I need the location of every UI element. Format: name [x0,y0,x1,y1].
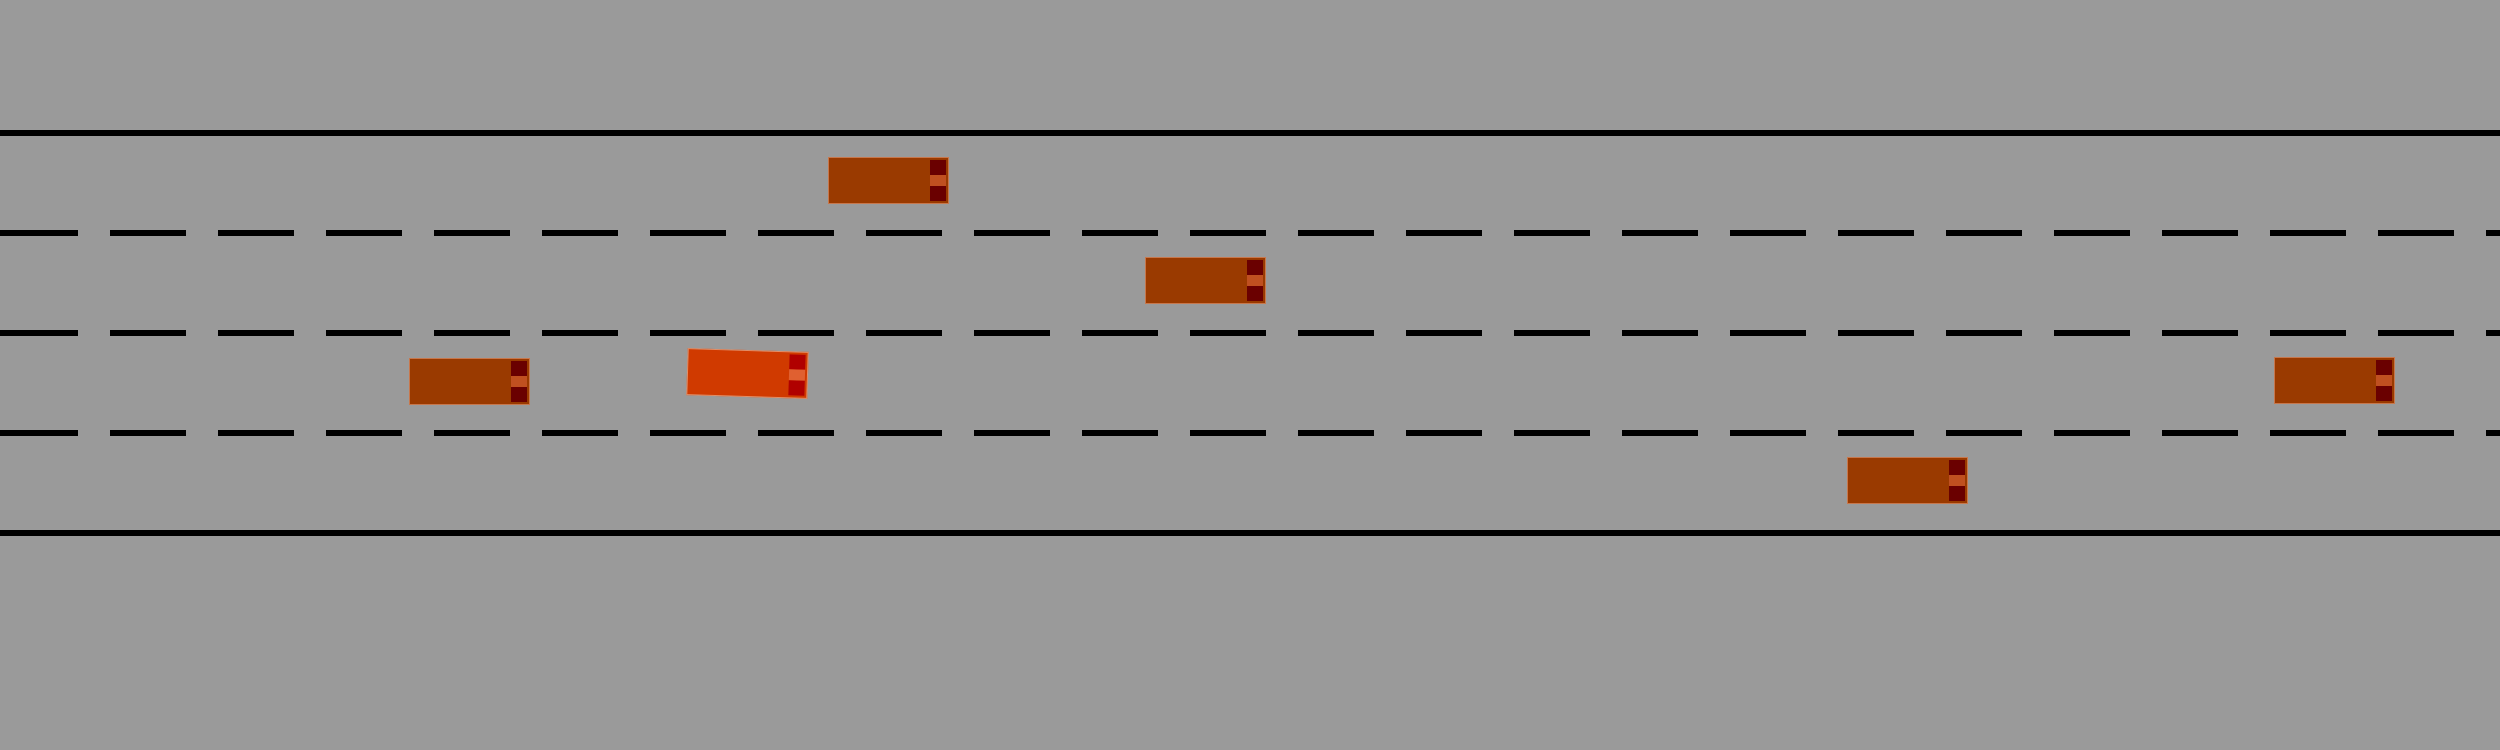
road-edge-top [0,130,2500,136]
road-edge-bottom [0,530,2500,536]
lane-divider-2 [0,330,2500,336]
rear-bumper [930,175,946,186]
vehicle-car-1 [828,157,949,204]
vehicle-car-4 [2274,357,2395,404]
tail-light-icon [511,387,527,402]
vehicle-ego [686,348,809,399]
rear-bumper [1949,475,1965,486]
rear-bumper [2376,375,2392,386]
vehicle-car-3 [409,358,530,405]
vehicle-car-5 [1847,457,1968,504]
tail-light-icon [1949,486,1965,501]
vehicle-car-2 [1145,257,1266,304]
tail-light-icon [2376,360,2392,375]
lane-divider-3 [0,430,2500,436]
rear-bumper [788,369,806,381]
tail-light-icon [1247,260,1263,275]
tail-light-icon [2376,386,2392,401]
lane-divider-1 [0,230,2500,236]
tail-light-icon [789,354,806,370]
rear-bumper [1247,275,1263,286]
tail-light-icon [930,160,946,175]
tail-light-icon [930,186,946,201]
tail-light-icon [788,380,805,396]
rear-bumper [511,376,527,387]
tail-light-icon [1949,460,1965,475]
tail-light-icon [1247,286,1263,301]
tail-light-icon [511,361,527,376]
